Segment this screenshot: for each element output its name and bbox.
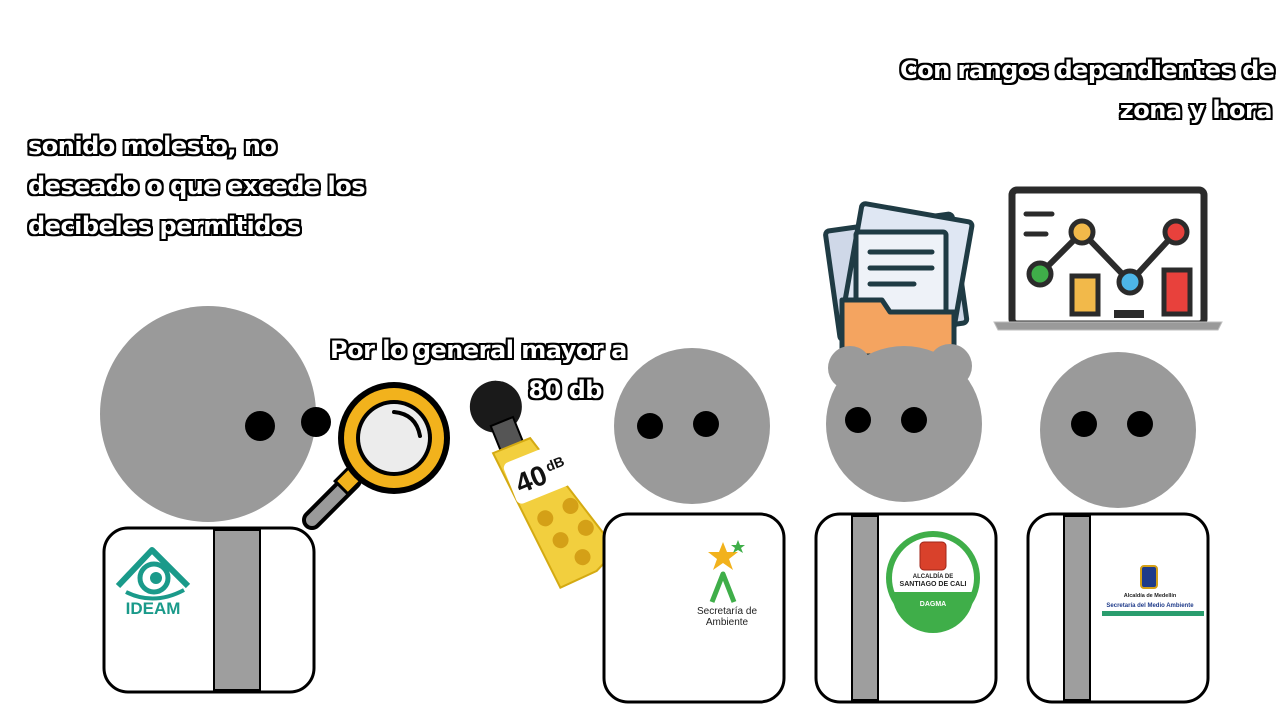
cali-band: DAGMA <box>920 601 946 608</box>
character-dagma: ALCALDÍA DE SANTIAGO DE CALI DAGMA <box>814 344 998 704</box>
meter-unit: dB <box>543 453 566 475</box>
eye-left <box>845 407 871 433</box>
head <box>100 306 316 522</box>
character-ideam: IDEAM <box>100 306 331 694</box>
threshold-line-1: Por lo general mayor a <box>330 336 627 364</box>
character-secretaria: Secretaría de Ambiente <box>602 348 786 704</box>
definition-line-2: deseado o que excede los <box>28 172 366 200</box>
definition-caption: sonido molesto, no deseado o que excede … <box>28 126 366 246</box>
eye-left <box>245 411 275 441</box>
medellin-shield-icon <box>1140 565 1158 589</box>
character-medellin: Alcaldía de Medellín Secretaría del Medi… <box>1026 352 1210 704</box>
definition-line-1: sonido molesto, no <box>28 132 277 160</box>
definition-line-3: decibeles permitidos <box>28 212 301 240</box>
secretaria-logo: Secretaría de Ambiente <box>697 540 757 628</box>
ideam-label: IDEAM <box>126 599 181 618</box>
threshold-line-2: 80 db <box>528 376 602 404</box>
cali-line1: ALCALDÍA DE <box>913 572 953 580</box>
eye-right <box>693 411 719 437</box>
laptop-chart-icon <box>993 186 1223 331</box>
medellin-logo: Alcaldía de Medellín Secretaría del Medi… <box>1102 565 1204 616</box>
eye-right <box>901 407 927 433</box>
ranges-line-2: zona y hora <box>1119 96 1273 124</box>
eye-left <box>1071 411 1097 437</box>
folder-icon <box>823 201 975 359</box>
head <box>1040 352 1196 508</box>
ranges-line-1: Con rangos dependientes de la <box>900 56 1280 84</box>
sound-meter-icon: 40 dB <box>469 380 618 590</box>
threshold-caption: Por lo general mayor a 80 db <box>330 330 627 410</box>
medellin-line1: Alcaldía de Medellín <box>1124 593 1177 599</box>
eye-left <box>637 413 663 439</box>
secretaria-line2: Ambiente <box>706 617 749 628</box>
cali-line2: SANTIAGO DE CALI <box>900 581 967 588</box>
cali-shield-icon <box>919 541 947 571</box>
cali-logo: ALCALDÍA DE SANTIAGO DE CALI DAGMA <box>886 531 980 633</box>
body <box>602 512 786 704</box>
strap <box>851 515 879 701</box>
ranges-caption: Con rangos dependientes de la zona y hor… <box>900 50 1280 130</box>
eye-right <box>301 407 331 437</box>
eye-right <box>1127 411 1153 437</box>
body <box>102 526 316 694</box>
secretaria-line1: Secretaría de <box>697 606 757 617</box>
ideam-logo: IDEAM <box>115 547 191 618</box>
medellin-line2: Secretaría del Medio Ambiente <box>1106 603 1194 609</box>
star-icon <box>708 542 738 570</box>
strap <box>213 529 261 691</box>
medellin-band <box>1102 611 1204 616</box>
magnifier-icon <box>302 382 450 530</box>
strap <box>1063 515 1091 701</box>
head <box>614 348 770 504</box>
